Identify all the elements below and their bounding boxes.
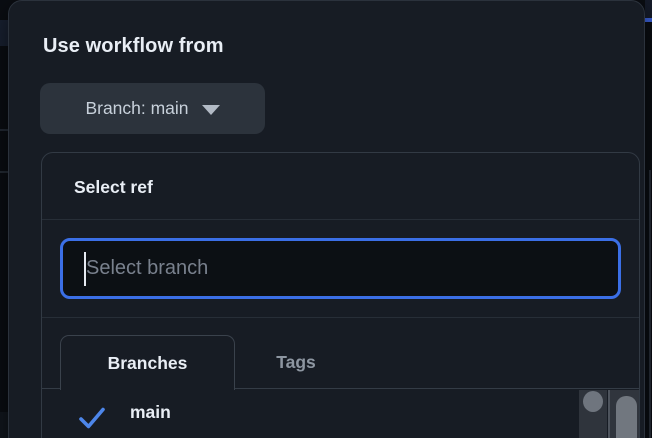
panel-scrollbar-thumb[interactable] xyxy=(616,396,637,438)
ref-list-item-main[interactable]: main xyxy=(42,389,577,438)
check-icon xyxy=(78,406,106,430)
ref-list-item-label: main xyxy=(130,402,171,422)
text-cursor xyxy=(84,252,86,286)
page-background-fragment xyxy=(645,0,652,18)
use-workflow-from-heading: Use workflow from xyxy=(43,35,224,57)
branch-selector-button[interactable]: Branch: main xyxy=(40,83,265,134)
scrollbar-separator xyxy=(608,390,610,438)
tab-branches-label: Branches xyxy=(107,352,188,373)
select-ref-title: Select ref xyxy=(74,177,153,197)
page-background-fragment xyxy=(0,20,8,46)
tabbar-bottom-border xyxy=(42,388,639,389)
panel-scrollbar-track[interactable] xyxy=(610,390,639,438)
caret-down-icon xyxy=(201,105,220,115)
page-background-fragment xyxy=(0,129,8,131)
panel-divider xyxy=(42,317,639,318)
page-background-fragment xyxy=(0,171,8,173)
focused-element-edge xyxy=(645,18,652,22)
branch-selector-label: Branch: main xyxy=(85,98,189,118)
list-scrollbar-track[interactable] xyxy=(579,390,607,438)
page-background-fragment xyxy=(649,170,651,438)
list-scrollbar-thumb[interactable] xyxy=(583,391,603,412)
tab-branches[interactable]: Branches xyxy=(60,335,235,390)
tab-tags-label: Tags xyxy=(276,351,316,372)
panel-divider xyxy=(42,219,639,220)
branch-search-input[interactable] xyxy=(60,238,621,299)
page-background-fragment xyxy=(0,412,8,438)
tab-tags[interactable]: Tags xyxy=(235,335,357,389)
